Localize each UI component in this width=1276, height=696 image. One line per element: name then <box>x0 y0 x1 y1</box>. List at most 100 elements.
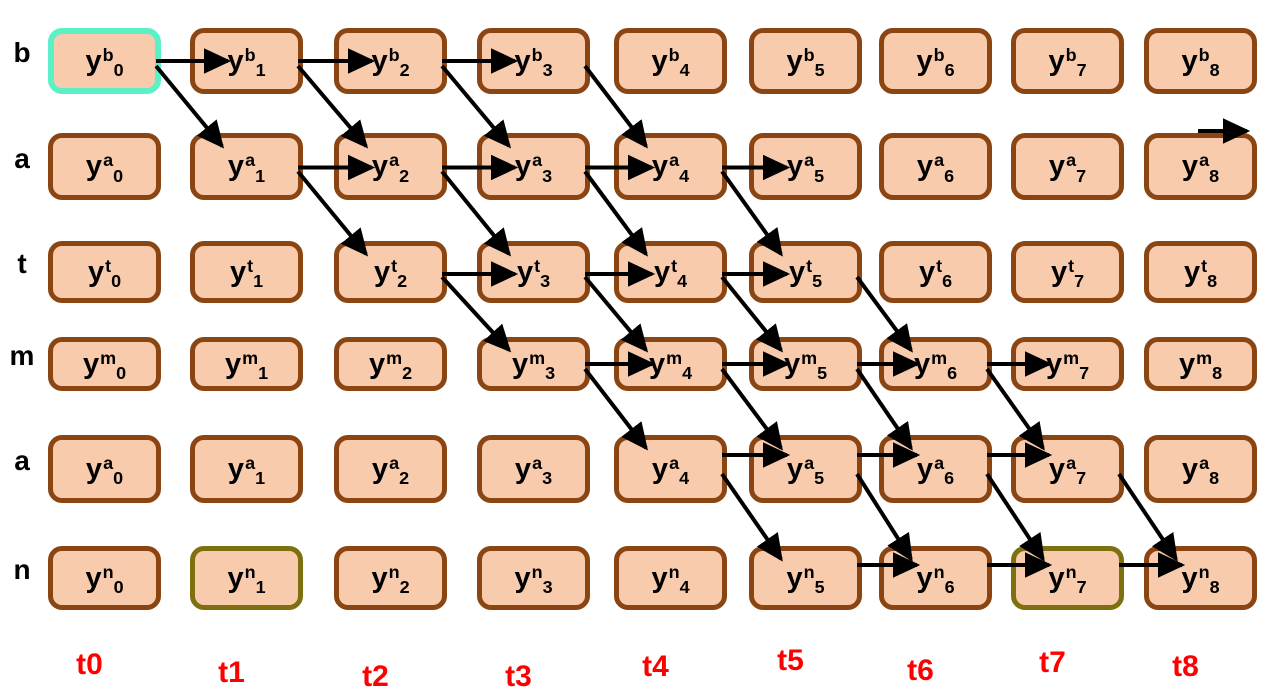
node-symbol: y <box>87 255 105 288</box>
node-subscript: 0 <box>116 363 127 384</box>
node-superscript: a <box>389 150 400 171</box>
node-symbol: y <box>1183 255 1201 288</box>
node-superscript: a <box>804 452 815 473</box>
node-subscript: 0 <box>111 271 122 292</box>
node-label: ya7 <box>1049 452 1087 489</box>
time-label-t7: t7 <box>1039 646 1066 679</box>
node-label: yb4 <box>651 46 689 80</box>
lattice-node-a2-t5: ya5 <box>749 435 862 503</box>
node-label: ym6 <box>914 347 957 383</box>
node-subscript: 6 <box>942 271 953 292</box>
node-label: ym1 <box>224 347 268 383</box>
node-subscript: 8 <box>1209 60 1220 81</box>
node-label: yt7 <box>1050 255 1084 291</box>
lattice-node-a1-t3: ya3 <box>477 133 590 200</box>
node-symbol: y <box>651 150 669 182</box>
node-superscript: n <box>668 561 680 582</box>
node-label: ya1 <box>228 151 265 185</box>
lattice-node-a1-t6: ya6 <box>879 133 992 200</box>
node-subscript: 5 <box>814 468 825 489</box>
node-label: ya8 <box>1182 151 1219 185</box>
lattice-node-b-t3: yb3 <box>477 28 590 94</box>
node-symbol: y <box>85 561 102 594</box>
node-label: yt8 <box>1183 255 1217 291</box>
lattice-node-t-t0: yt0 <box>48 241 161 303</box>
node-subscript: 3 <box>542 468 553 489</box>
lattice-node-m-t5: ym5 <box>749 337 862 391</box>
node-superscript: b <box>244 44 256 65</box>
node-label: yn5 <box>786 561 824 597</box>
node-symbol: y <box>371 452 389 485</box>
node-subscript: 2 <box>399 165 410 186</box>
node-label: yb1 <box>227 44 265 80</box>
node-symbol: y <box>916 44 933 77</box>
node-subscript: 5 <box>812 271 823 292</box>
node-subscript: 7 <box>1076 468 1087 489</box>
node-symbol: y <box>514 561 531 594</box>
lattice-node-n-t0: yn0 <box>48 546 161 610</box>
node-superscript: m <box>931 347 948 368</box>
node-symbol: y <box>786 452 804 485</box>
node-superscript: t <box>391 255 398 276</box>
node-superscript: b <box>531 44 543 65</box>
node-symbol: y <box>1048 44 1065 77</box>
node-superscript: m <box>666 347 683 368</box>
node-label: yn6 <box>916 563 954 597</box>
lattice-node-b-t7: yb7 <box>1011 28 1124 94</box>
node-superscript: m <box>1063 347 1080 368</box>
node-symbol: y <box>371 561 388 594</box>
node-label: ya3 <box>515 151 552 185</box>
node-superscript: a <box>532 452 543 473</box>
node-subscript: 2 <box>399 468 410 489</box>
node-subscript: 7 <box>1076 60 1087 81</box>
node-superscript: n <box>1065 561 1077 582</box>
lattice-node-n-t2: yn2 <box>334 546 447 610</box>
node-symbol: y <box>229 255 247 288</box>
node-subscript: 2 <box>397 271 408 292</box>
lattice-node-m-t6: ym6 <box>879 337 992 391</box>
node-symbol: y <box>1048 561 1065 594</box>
node-label: ym8 <box>1178 347 1222 383</box>
node-symbol: y <box>371 150 389 182</box>
lattice-node-m-t4: ym4 <box>614 337 727 391</box>
node-subscript: 4 <box>677 271 688 292</box>
node-symbol: y <box>783 347 801 380</box>
node-symbol: y <box>224 347 242 380</box>
node-superscript: m <box>529 347 546 368</box>
node-superscript: a <box>669 452 680 473</box>
node-symbol: y <box>1178 347 1196 380</box>
node-label: ya6 <box>917 452 954 488</box>
node-subscript: 0 <box>113 577 124 598</box>
lattice-node-a2-t6: ya6 <box>879 435 992 503</box>
node-superscript: a <box>245 452 256 473</box>
node-superscript: a <box>1066 150 1077 171</box>
node-superscript: a <box>1066 452 1077 473</box>
node-label: yt6 <box>919 257 953 292</box>
node-label: ya1 <box>228 452 265 488</box>
node-label: yn8 <box>1181 563 1219 597</box>
node-label: ya3 <box>515 452 553 489</box>
node-label: yt3 <box>517 257 551 292</box>
node-subscript: 3 <box>542 60 553 81</box>
node-symbol: y <box>1050 255 1068 288</box>
row-label-a1: a <box>14 142 30 174</box>
lattice-node-b-t0: yb0 <box>48 28 161 94</box>
node-superscript: b <box>803 44 815 65</box>
node-label: yn4 <box>651 561 689 597</box>
lattice-node-b-t2: yb2 <box>334 28 447 94</box>
node-subscript: 7 <box>1079 363 1090 384</box>
node-symbol: y <box>368 347 386 380</box>
node-symbol: y <box>786 561 803 594</box>
node-subscript: 3 <box>540 271 551 292</box>
node-label: ya0 <box>86 151 123 185</box>
node-label: ym3 <box>512 347 555 383</box>
node-superscript: n <box>102 561 114 582</box>
node-subscript: 4 <box>682 363 693 384</box>
node-superscript: a <box>389 452 400 473</box>
node-subscript: 3 <box>542 577 553 598</box>
node-label: yb6 <box>916 44 954 80</box>
node-superscript: t <box>806 255 813 276</box>
node-superscript: a <box>934 452 945 473</box>
lattice-node-t-t1: yt1 <box>190 241 303 303</box>
lattice-node-t-t6: yt6 <box>879 241 992 303</box>
